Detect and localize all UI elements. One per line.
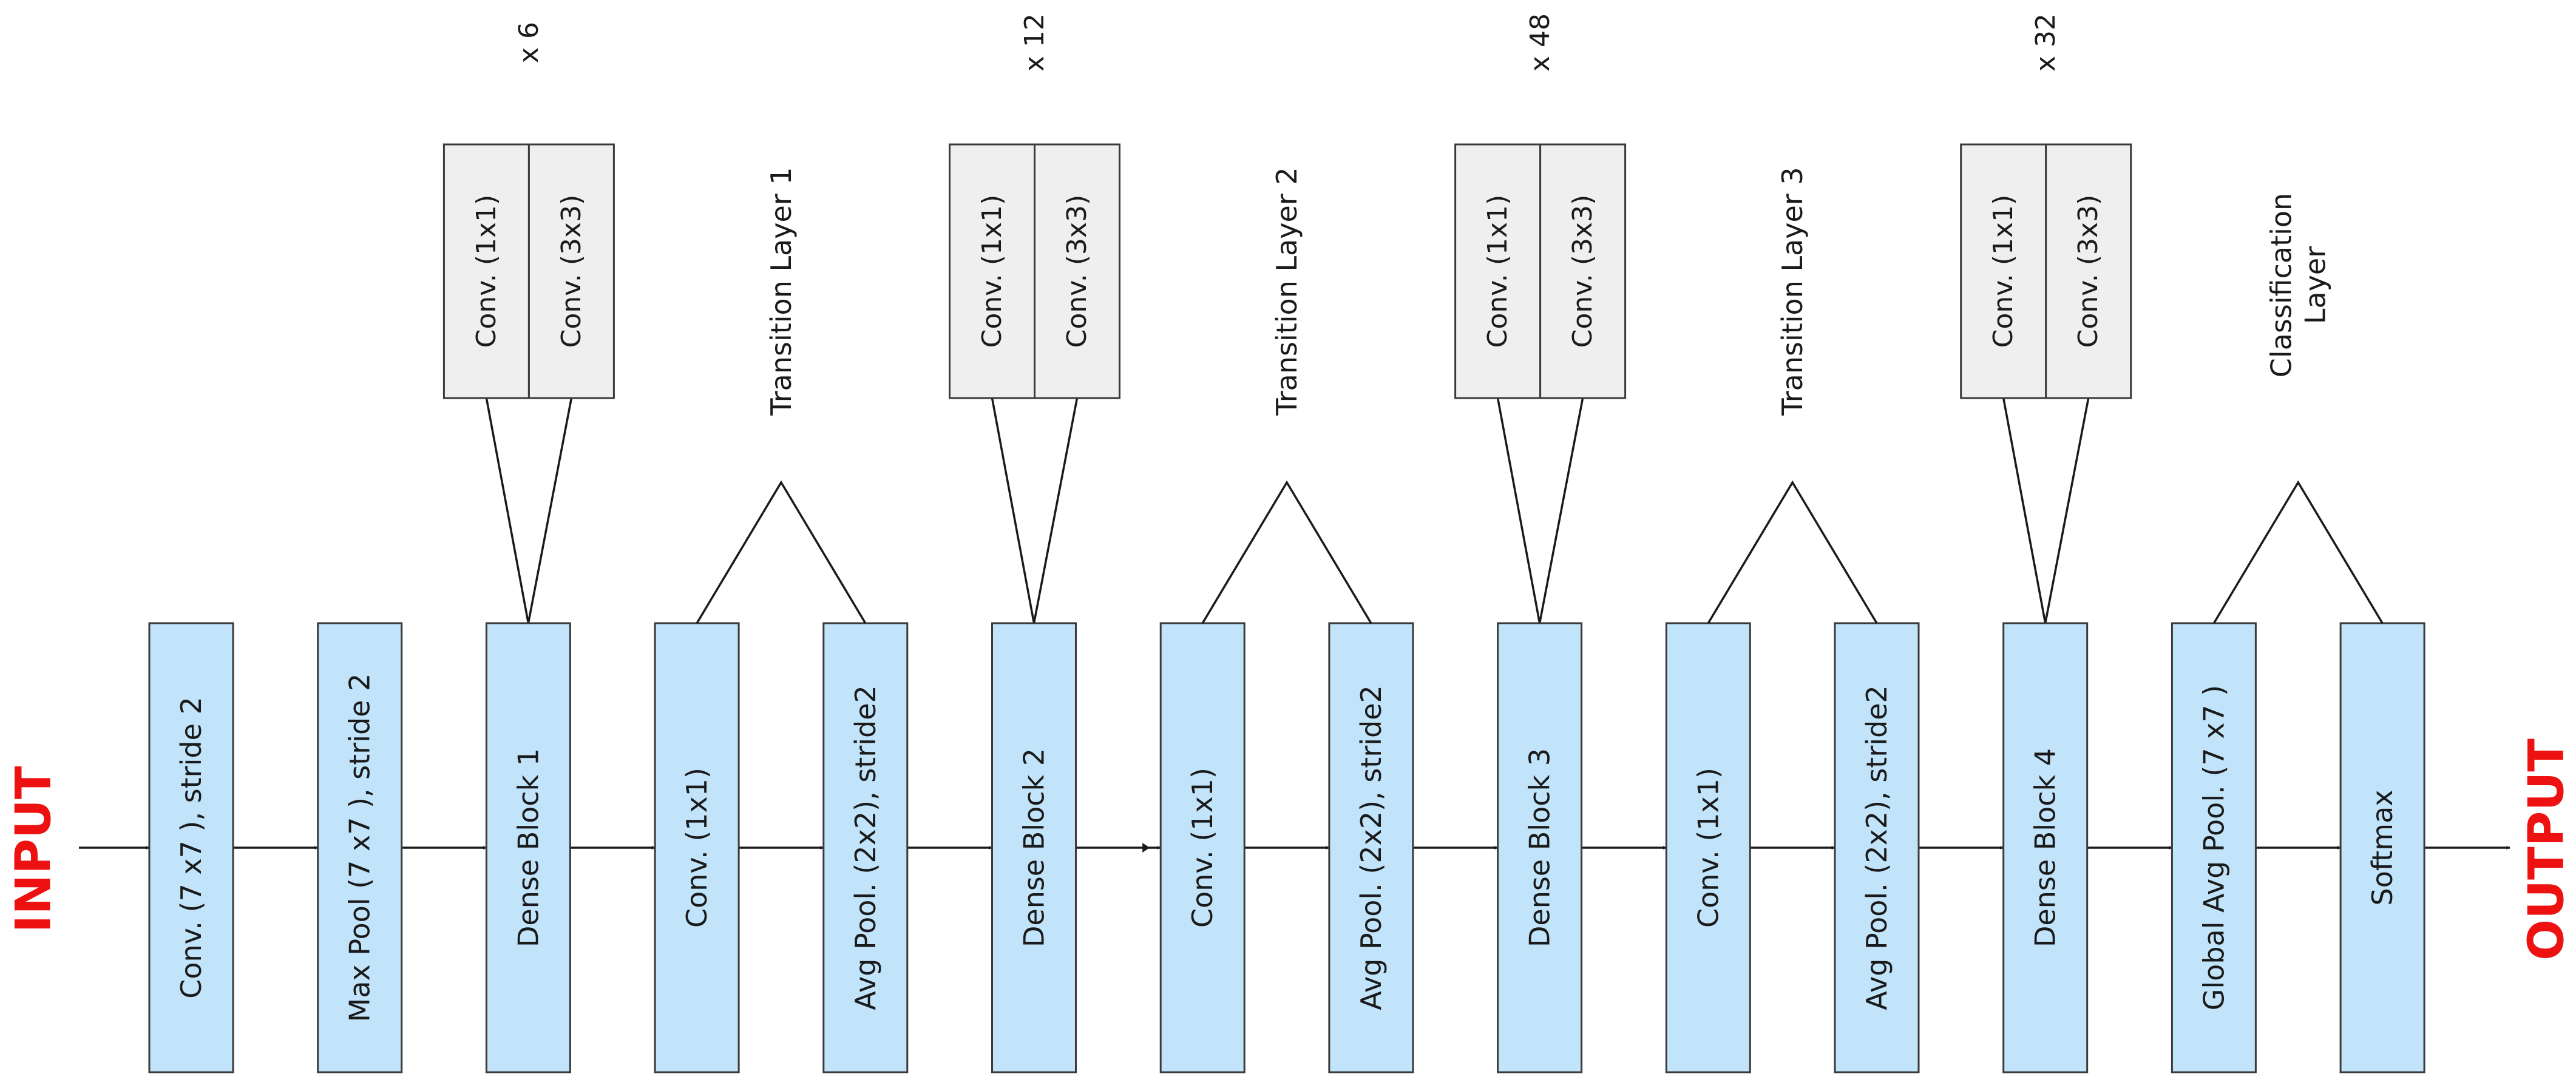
dense-block-3-detail: Conv. (1x1) Conv. (3x3) x 48 (1454, 13, 1627, 399)
group-bracket (1201, 480, 1372, 624)
group-transition-layer-2: Transition Layer 2 (1201, 167, 1372, 624)
layer-box (1159, 622, 1246, 1073)
layer-label: Dense Block 1 (512, 748, 544, 947)
input-label: INPUT (5, 766, 62, 933)
layer-label: Conv. (1x1) (680, 768, 713, 928)
dense-block-1-detail: Conv. (1x1) Conv. (3x3) x 6 (442, 22, 615, 399)
funnel-line (1496, 397, 1541, 624)
layer-4-conv-1x1: Conv. (1x1) (654, 622, 740, 1073)
funnel-line (2044, 397, 2090, 624)
repeat-count: x 12 (1019, 13, 1050, 72)
layer-box (822, 622, 909, 1073)
layer-14-softmax: Softmax (2339, 622, 2425, 1073)
layer-box (2339, 622, 2425, 1073)
group-transition-layer-3: Transition Layer 3 (1707, 167, 1878, 624)
layer-box (485, 622, 571, 1073)
layer-label: Global Avg Pool. (7 x7 ) (2197, 685, 2230, 1010)
layer-box (991, 622, 1077, 1073)
funnel-line (991, 397, 1035, 624)
conv-label: Conv. (3x3) (2073, 195, 2104, 348)
layer-2-max-pool-7-x7-stride-2: Max Pool (7 x7 ), stride 2 (317, 622, 403, 1073)
layer-box (148, 622, 234, 1073)
layer-label: Avg Pool. (2x2), stride2 (1860, 685, 1893, 1010)
layer-5-avg-pool-2x2-stride2: Avg Pool. (2x2), stride2 (822, 622, 909, 1073)
layer-box (1497, 622, 1583, 1073)
layer-label: Avg Pool. (2x2), stride2 (1355, 685, 1388, 1010)
layer-box (2002, 622, 2089, 1073)
layer-box (317, 622, 403, 1073)
layer-3-dense-block-1: Dense Block 1 (485, 622, 571, 1073)
conv-label: Conv. (1x1) (977, 195, 1008, 348)
layer-label: Conv. (1x1) (1692, 768, 1724, 928)
layer-13-global-avg-pool-7-x7: Global Avg Pool. (7 x7 ) (2171, 622, 2257, 1073)
layer-label: Avg Pool. (2x2), stride2 (849, 685, 882, 1010)
group-caption-line: Transition Layer 3 (1776, 167, 1809, 416)
group-captions: Transition Layer 1 Transition Layer 2 Tran… (696, 167, 2384, 624)
group-transition-layer-1: Transition Layer 1 (696, 167, 867, 624)
connectors (485, 397, 2090, 624)
conv-box (527, 143, 615, 399)
conv-box (442, 143, 530, 399)
layer-box (1834, 622, 1920, 1073)
funnel-line (2002, 397, 2047, 624)
layer-label: Softmax (2366, 790, 2399, 906)
conv-label: Conv. (3x3) (1062, 195, 1093, 348)
funnel-line (1538, 397, 1584, 624)
layer-label: Conv. (7 x7 ), stride 2 (175, 697, 208, 999)
conv-label: Conv. (1x1) (1482, 195, 1513, 348)
dense-block-2-detail: Conv. (1x1) Conv. (3x3) x 12 (949, 13, 1120, 399)
group-caption-line: Transition Layer 2 (1270, 167, 1303, 416)
conv-box (2045, 143, 2132, 399)
repeat-count: x 6 (514, 22, 544, 63)
conv-box (1539, 143, 1627, 399)
layer-label: Dense Block 3 (1524, 748, 1556, 947)
layer-12-dense-block-4: Dense Block 4 (2002, 622, 2089, 1073)
group-bracket (1707, 480, 1878, 624)
funnel-line (527, 397, 573, 624)
layer-9-dense-block-3: Dense Block 3 (1497, 622, 1583, 1073)
layer-stack: Conv. (7 x7 ), stride 2 Max Pool (7 x7 ),… (148, 622, 2425, 1073)
layer-1-conv-7-x7-stride-2: Conv. (7 x7 ), stride 2 (148, 622, 234, 1073)
flow-arrows (79, 843, 2510, 853)
group-bracket (2212, 480, 2384, 624)
group-bracket (696, 480, 867, 624)
conv-label: Conv. (1x1) (471, 195, 502, 348)
layer-11-avg-pool-2x2-stride2: Avg Pool. (2x2), stride2 (1834, 622, 1920, 1073)
funnel-line (1032, 397, 1079, 624)
layer-label: Conv. (1x1) (1186, 768, 1219, 928)
group-caption-line: Layer (2299, 246, 2331, 324)
layer-box (2171, 622, 2257, 1073)
group-caption-line: Transition Layer 1 (765, 167, 798, 416)
output-label: OUTPUT (2518, 738, 2575, 961)
conv-label: Conv. (3x3) (1567, 195, 1598, 348)
layer-label: Max Pool (7 x7 ), stride 2 (344, 674, 376, 1022)
layer-label: Dense Block 4 (2029, 748, 2062, 947)
conv-box (1034, 143, 1120, 399)
group-caption-line: Classification (2265, 193, 2297, 377)
funnel-line (485, 397, 530, 624)
repeat-count: x 48 (1525, 13, 1556, 72)
conv-label: Conv. (3x3) (556, 195, 587, 348)
layer-8-avg-pool-2x2-stride2: Avg Pool. (2x2), stride2 (1328, 622, 1414, 1073)
layer-6-dense-block-2: Dense Block 2 (991, 622, 1077, 1073)
layer-10-conv-1x1: Conv. (1x1) (1665, 622, 1751, 1073)
conv-label: Conv. (1x1) (1988, 195, 2019, 348)
layer-7-conv-1x1: Conv. (1x1) (1159, 622, 1246, 1073)
layer-box (1665, 622, 1751, 1073)
conv-box (949, 143, 1035, 399)
repeat-count: x 32 (2030, 13, 2061, 72)
dense-block-4-detail: Conv. (1x1) Conv. (3x3) x 32 (1960, 13, 2132, 399)
arrow-artifact (1142, 843, 1150, 853)
layer-label: Dense Block 2 (1018, 748, 1051, 947)
